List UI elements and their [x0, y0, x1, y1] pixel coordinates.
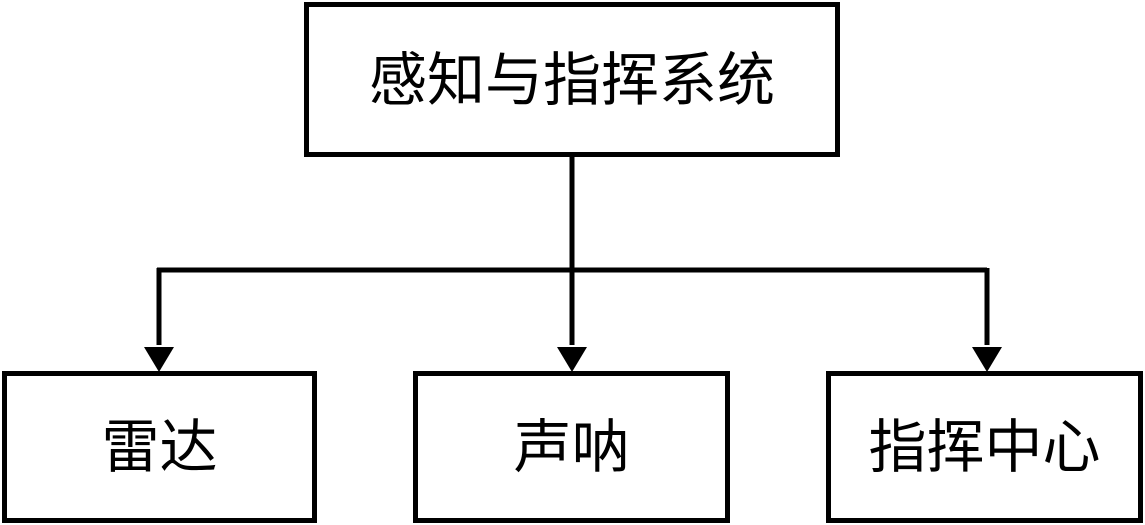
root-node: 感知与指挥系统	[304, 2, 840, 157]
child-node-label: 声呐	[513, 413, 630, 481]
child-node-radar: 雷达	[2, 371, 317, 523]
arrowhead-sonar	[557, 347, 587, 372]
child-node-command-center: 指挥中心	[826, 371, 1143, 523]
child-node-label: 指挥中心	[868, 413, 1101, 481]
arrowhead-radar	[144, 347, 174, 372]
arrowhead-command-center	[972, 347, 1002, 372]
child-node-sonar: 声呐	[413, 371, 730, 523]
root-node-label: 感知与指挥系统	[368, 45, 775, 114]
child-node-label: 雷达	[101, 413, 218, 481]
